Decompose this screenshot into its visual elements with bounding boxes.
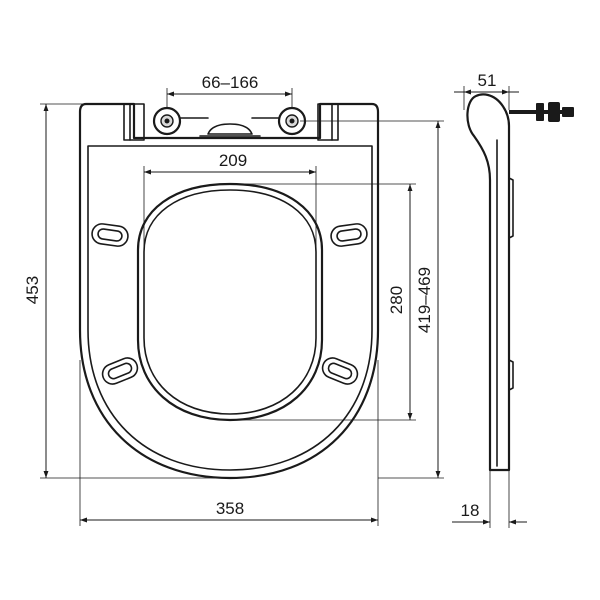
dim-hinge-spacing-label: 66–166 (202, 73, 259, 92)
fixing-bolt (509, 102, 574, 122)
dim-overall-length-label: 453 (23, 276, 42, 304)
dim-overall-width-label: 358 (216, 499, 244, 518)
dim-side-width: 51 (454, 71, 519, 110)
dim-inner-width: 209 (143, 151, 317, 250)
side-bumper-lower (508, 359, 514, 391)
dim-fixing-range: 419–469 (300, 120, 444, 479)
bumper-top-right (330, 223, 368, 247)
hinge-right-core (289, 118, 295, 124)
seat-surface-outline (87, 145, 373, 471)
dim-overall-length: 453 (23, 103, 230, 479)
dim-hinge-spacing: 66–166 (166, 73, 293, 108)
dim-side-thickness-label: 18 (461, 501, 480, 520)
side-profile (466, 93, 511, 472)
dim-inner-width-label: 209 (219, 151, 247, 170)
side-bumper-upper (508, 177, 514, 239)
release-button (207, 123, 253, 135)
seat-opening-inner (143, 189, 317, 415)
seat-opening (136, 182, 324, 422)
dim-side-width-label: 51 (478, 71, 497, 90)
dim-fixing-range-label: 419–469 (415, 267, 434, 333)
bumper-bottom-left (101, 357, 139, 385)
dim-overall-width: 358 (79, 360, 379, 526)
hinge-block-right (317, 103, 339, 141)
dim-opening-depth: 280 (230, 183, 416, 421)
dim-opening-depth-label: 280 (387, 286, 406, 314)
dim-side-thickness: 18 (452, 470, 527, 528)
hinge-left-core (164, 118, 170, 124)
seat-side-view (466, 93, 574, 472)
seat-outer-outline (78, 102, 380, 480)
bumper-bottom-right (321, 357, 359, 385)
bumper-top-left (91, 223, 129, 247)
